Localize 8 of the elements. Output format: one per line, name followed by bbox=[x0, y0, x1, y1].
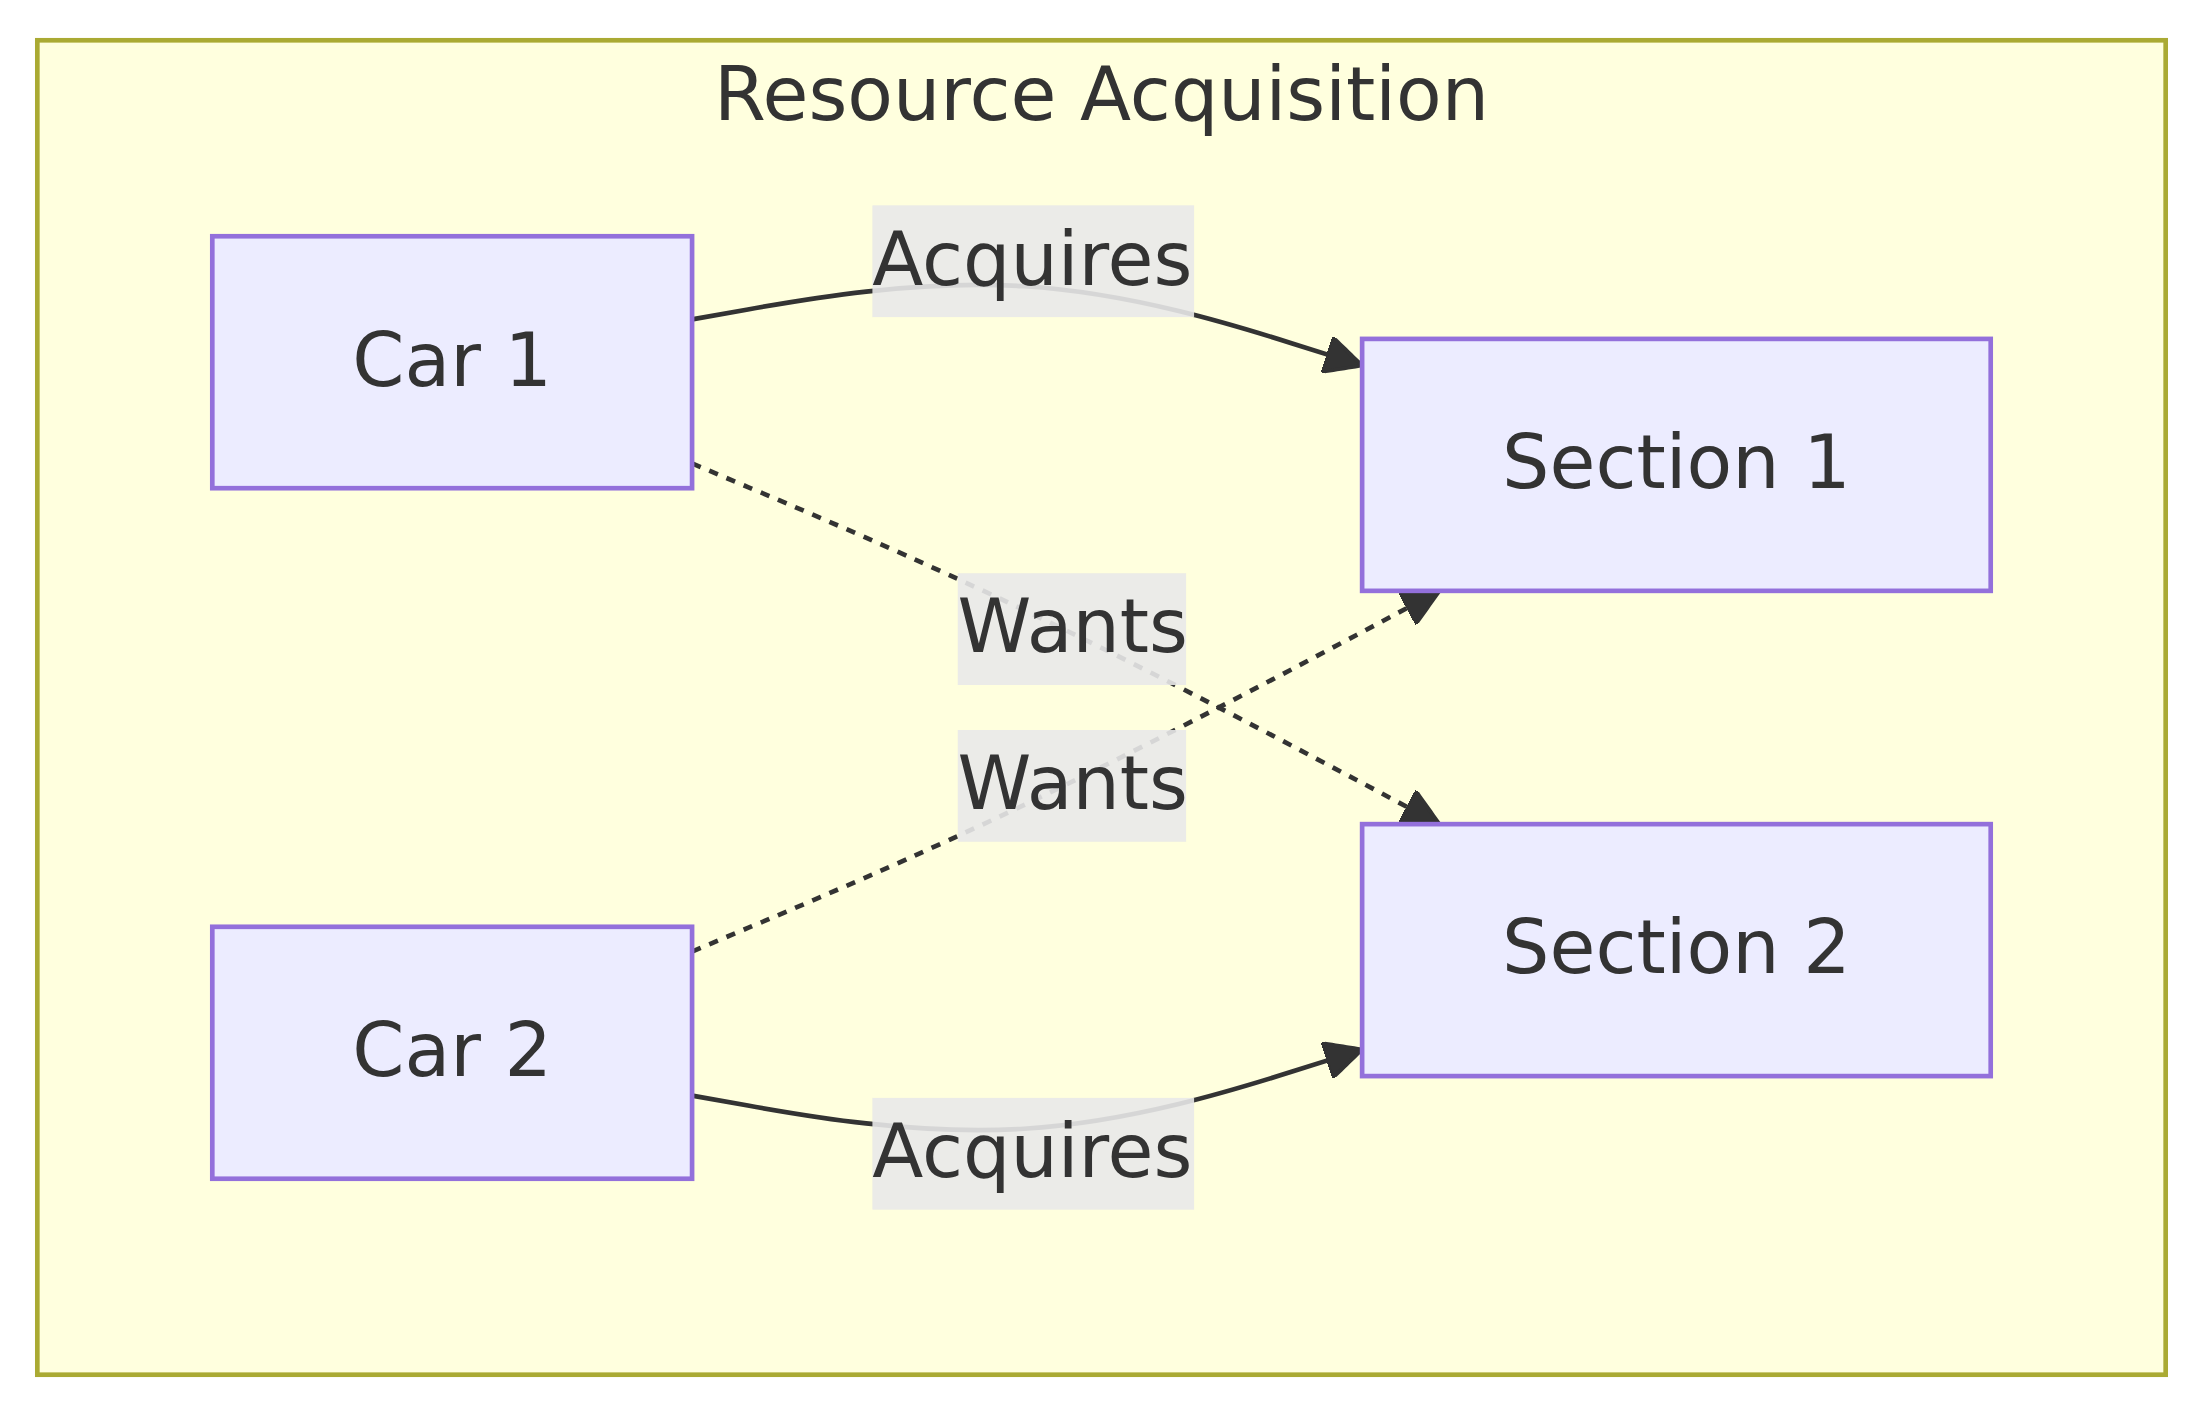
edge-label: Acquires bbox=[872, 214, 1193, 304]
node-box: Section 2 bbox=[1359, 821, 1994, 1079]
edge-label: Wants bbox=[957, 739, 1188, 828]
edge-label: Acquires bbox=[872, 1107, 1193, 1196]
node-box: Car 2 bbox=[209, 924, 695, 1182]
edge-label: Wants bbox=[957, 582, 1188, 672]
node-box: Car 1 bbox=[209, 233, 695, 491]
node-box: Section 1 bbox=[1359, 336, 1994, 594]
